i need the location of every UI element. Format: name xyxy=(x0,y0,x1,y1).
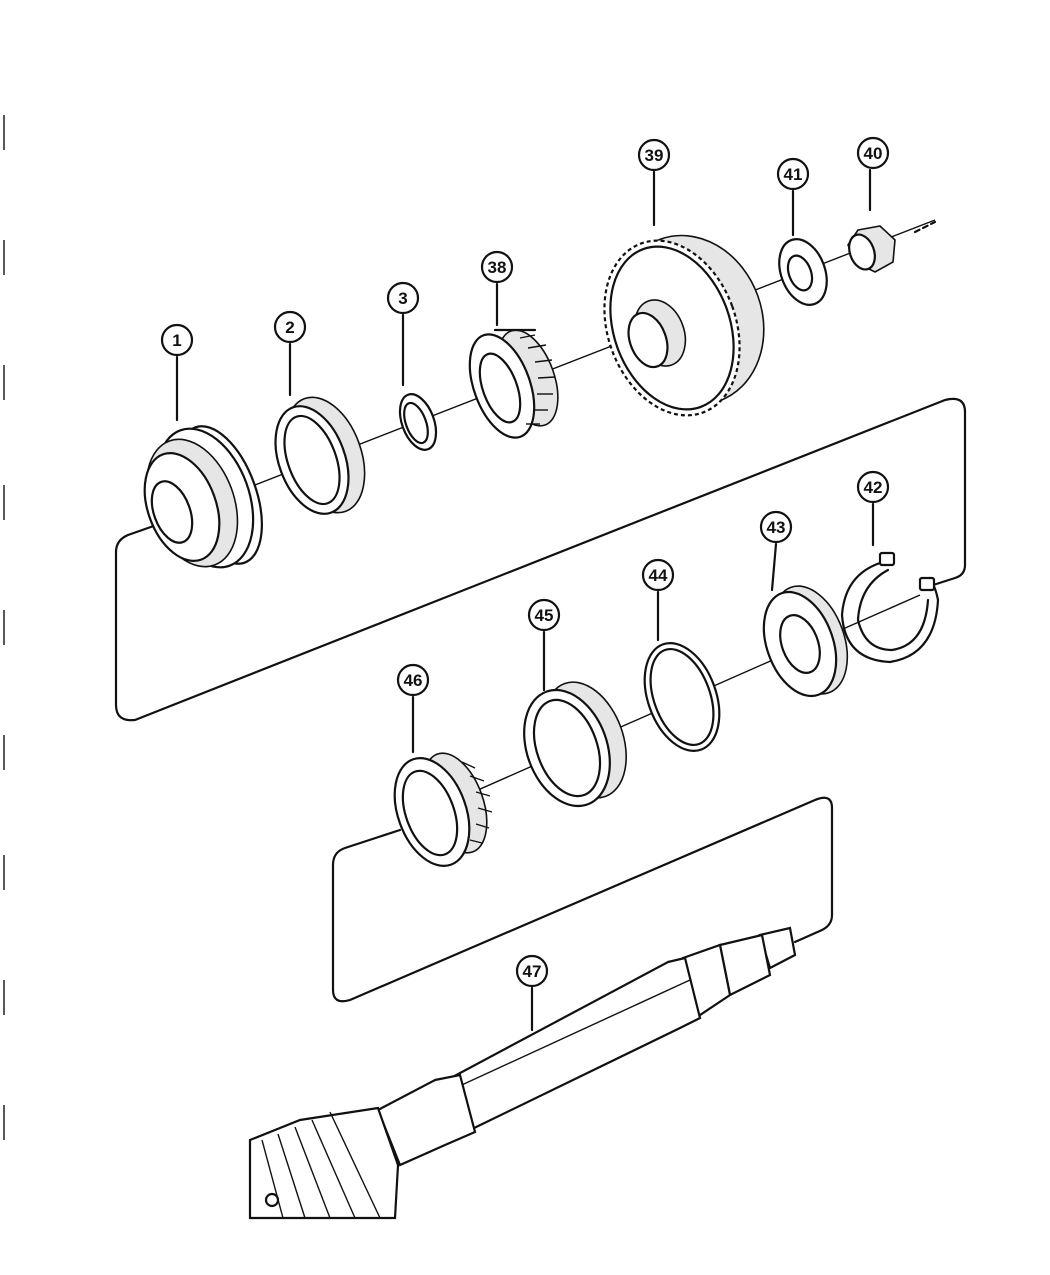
callout-47-label: 47 xyxy=(523,962,542,981)
part-43-seal xyxy=(762,585,849,698)
part-2-bearing-cup xyxy=(274,396,366,515)
callout-1: 1 xyxy=(160,323,194,357)
callout-40: 40 xyxy=(856,136,890,170)
callout-2-label: 2 xyxy=(285,318,294,337)
part-45-bearing-cup xyxy=(523,681,627,808)
callout-45-label: 45 xyxy=(535,606,554,625)
part-40-nut xyxy=(847,220,937,273)
part-42-snap-ring xyxy=(840,551,940,664)
part-47-shaft xyxy=(248,926,797,1220)
callout-41: 41 xyxy=(776,157,810,191)
bracket-upper xyxy=(114,397,967,722)
callout-44-label: 44 xyxy=(649,566,668,585)
callout-44: 44 xyxy=(641,558,675,592)
callout-1-label: 1 xyxy=(172,331,181,350)
callout-47: 47 xyxy=(515,954,549,988)
callout-39-label: 39 xyxy=(645,146,664,165)
part-3-snap-ring xyxy=(398,393,438,451)
callout-2: 2 xyxy=(273,310,307,344)
callout-46-label: 46 xyxy=(404,671,423,690)
callout-42-label: 42 xyxy=(864,478,883,497)
part-41-washer xyxy=(778,238,828,306)
part-39-gear xyxy=(603,234,765,417)
bracket-lower xyxy=(331,796,834,1003)
part-46-tapered-bearing xyxy=(393,752,493,867)
callout-43: 43 xyxy=(759,510,793,544)
callout-45: 45 xyxy=(527,598,561,632)
callout-39: 39 xyxy=(637,138,671,172)
callout-38: 38 xyxy=(480,250,514,284)
leader-lines xyxy=(175,168,875,1032)
callout-41-label: 41 xyxy=(784,165,803,184)
part-1-seal-retainer xyxy=(143,425,263,569)
callout-3-label: 3 xyxy=(398,289,407,308)
callout-38-label: 38 xyxy=(488,258,507,277)
callout-43-label: 43 xyxy=(767,518,786,537)
callout-42: 42 xyxy=(856,470,890,504)
part-38-tapered-bearing xyxy=(468,328,559,439)
callout-3: 3 xyxy=(386,281,420,315)
callout-40-label: 40 xyxy=(864,144,883,163)
callout-46: 46 xyxy=(396,663,430,697)
part-44-o-ring xyxy=(643,642,721,752)
